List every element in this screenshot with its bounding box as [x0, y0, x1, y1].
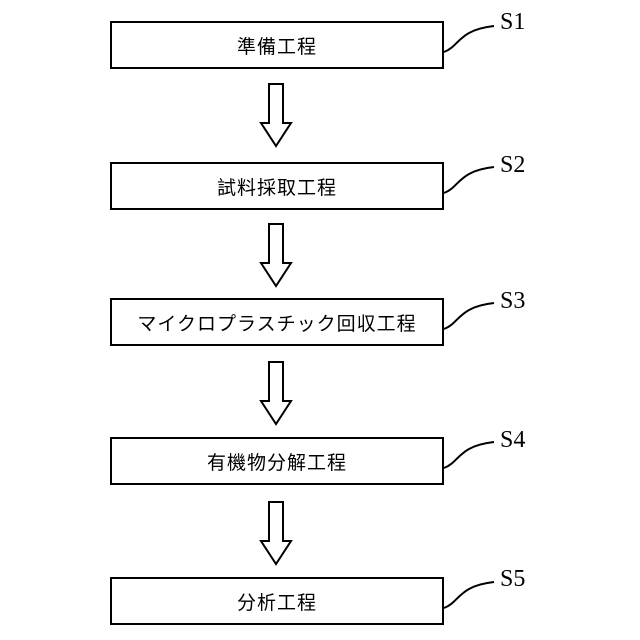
step-label-text: 準備工程	[237, 32, 317, 59]
down-arrow-icon	[261, 84, 291, 146]
leader-line	[444, 303, 494, 329]
step-id-s5: S5	[500, 567, 525, 591]
step-label-text: 有機物分解工程	[207, 448, 347, 475]
step-id-s1: S1	[500, 10, 525, 34]
leader-line	[444, 26, 494, 52]
step-label-text: マイクロプラスチック回収工程	[137, 309, 416, 336]
step-box-analysis: 分析工程	[110, 577, 444, 625]
leader-line	[444, 582, 494, 608]
step-box-sampling: 試料採取工程	[110, 162, 444, 210]
step-label-text: 分析工程	[237, 588, 317, 615]
leader-line	[444, 167, 494, 193]
step-id-s3: S3	[500, 289, 525, 313]
step-box-preparation: 準備工程	[110, 21, 444, 69]
down-arrow-icon	[261, 502, 291, 564]
step-label-text: 試料採取工程	[217, 173, 337, 200]
step-box-organic-decomposition: 有機物分解工程	[110, 437, 444, 485]
leader-line	[444, 442, 494, 468]
down-arrow-icon	[261, 362, 291, 424]
step-id-s4: S4	[500, 428, 525, 452]
step-id-s2: S2	[500, 153, 525, 177]
step-box-microplastic-recovery: マイクロプラスチック回収工程	[110, 298, 444, 346]
down-arrow-icon	[261, 224, 291, 286]
